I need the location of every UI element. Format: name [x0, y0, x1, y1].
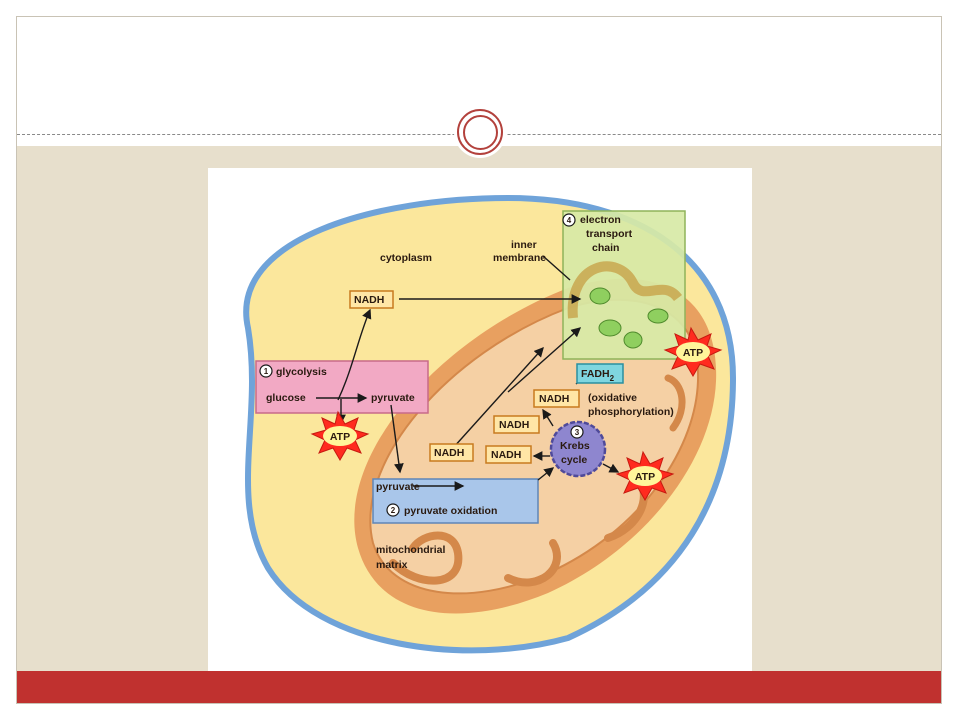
- krebs-cycle-circle: [549, 420, 607, 478]
- fadh-text: FADH: [581, 368, 610, 380]
- atp-burst-center: [323, 426, 357, 446]
- atp-burst-center: [628, 466, 662, 486]
- glucose-label: glucose: [266, 392, 306, 404]
- ring-inner: [463, 115, 498, 150]
- divider-ring-ornament: [454, 106, 506, 158]
- cellular-respiration-diagram: 1 2 3 4 cytoplasm inner membrane electro…: [208, 168, 752, 671]
- fadh-subscript: 2: [610, 374, 615, 383]
- nadh-label: NADH: [491, 449, 521, 461]
- footer-accent-bar: [17, 671, 941, 703]
- step4-number: 4: [567, 216, 572, 225]
- krebs-label-line1: Krebs: [560, 440, 590, 452]
- pyruvate-oxidation-label: pyruvate oxidation: [404, 505, 497, 517]
- atp-label: ATP: [683, 347, 703, 359]
- carrier-boxes: [349, 290, 580, 464]
- oxidative-label-line2: phosphorylation): [588, 406, 674, 418]
- etc-label-line3: chain: [592, 242, 619, 254]
- crista: [389, 531, 463, 585]
- ring-outer: [457, 109, 503, 155]
- etc-label-line2: transport: [586, 228, 633, 240]
- etc-membrane-fold: [567, 261, 682, 319]
- krebs-label-line2: cycle: [561, 454, 587, 466]
- nadh-label: NADH: [539, 393, 569, 405]
- etc-label-line1: electron: [580, 214, 621, 226]
- atp-burst-center: [676, 342, 710, 362]
- pyruvate-label-oxidation: pyruvate: [376, 481, 420, 493]
- step-number-circles: [259, 213, 584, 517]
- cytoplasm-label: cytoplasm: [380, 252, 432, 264]
- atp-label: ATP: [635, 471, 655, 483]
- step2-number: 2: [391, 506, 396, 515]
- matrix-label-line1: mitochondrial: [376, 544, 446, 556]
- fadh2-label: FADH2: [581, 368, 615, 383]
- diagram-canvas: 1 2 3 4 cytoplasm inner membrane electro…: [243, 194, 737, 654]
- fadh2-box: [576, 363, 624, 384]
- atp-label: ATP: [330, 431, 350, 443]
- nadh-label: NADH: [434, 447, 464, 459]
- inner-membrane-label-line2: membrane: [493, 252, 546, 264]
- nadh-label: NADH: [354, 294, 384, 306]
- etc-protein-complexes: [589, 287, 669, 349]
- flow-arrows: [316, 255, 620, 491]
- step1-number: 1: [264, 367, 269, 376]
- pyruvate-oxidation-box: [372, 478, 539, 524]
- step3-number: 3: [575, 428, 580, 437]
- nadh-label: NADH: [499, 419, 529, 431]
- matrix-label-line2: matrix: [376, 559, 408, 571]
- crista: [504, 539, 561, 587]
- inner-membrane-label-line1: inner: [511, 239, 537, 251]
- glycolysis-box: [255, 360, 429, 414]
- crista: [664, 374, 686, 432]
- slide-frame: [16, 16, 942, 704]
- glycolysis-label: glycolysis: [276, 366, 327, 378]
- oxidative-label-line1: (oxidative: [588, 392, 637, 404]
- pyruvate-label-glycolysis: pyruvate: [371, 392, 415, 404]
